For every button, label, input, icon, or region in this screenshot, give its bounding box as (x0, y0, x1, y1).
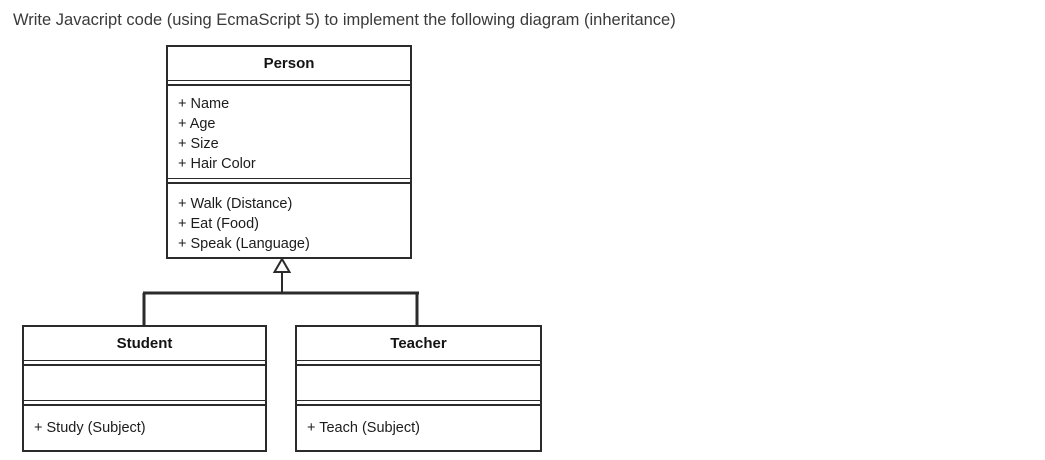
methods-section-teacher: + Teach (Subject) (297, 406, 540, 450)
section-divider (24, 360, 265, 366)
class-name-person: Person (263, 55, 315, 72)
class-box-teacher: Teacher + Teach (Subject) (295, 325, 542, 452)
attribute-item: + Age (178, 116, 216, 132)
class-box-person: Person + Name + Age + Size + Hair Color … (166, 45, 412, 259)
class-name-student: Student (116, 335, 173, 352)
method-item: + Study (Subject) (34, 420, 146, 436)
method-item: + Eat (Food) (178, 216, 259, 232)
method-item: + Teach (Subject) (307, 420, 420, 436)
attributes-section-person: + Name + Age + Size + Hair Color (168, 86, 410, 178)
class-name-teacher: Teacher (390, 335, 447, 352)
attribute-item: + Size (178, 136, 219, 152)
methods-section-student: + Study (Subject) (24, 406, 265, 450)
class-box-student: Student + Study (Subject) (22, 325, 267, 452)
section-divider (297, 400, 540, 406)
attributes-section-student (24, 366, 265, 400)
section-divider (297, 360, 540, 366)
attribute-item: + Hair Color (178, 156, 256, 172)
methods-section-person: + Walk (Distance) + Eat (Food) + Speak (… (168, 184, 410, 257)
section-divider (168, 178, 410, 184)
inheritance-arrowhead-icon (272, 256, 292, 273)
section-divider (24, 400, 265, 406)
section-divider (168, 80, 410, 86)
question-prompt: Write Javacript code (using EcmaScript 5… (13, 11, 676, 29)
attribute-item: + Name (178, 96, 230, 112)
method-item: + Speak (Language) (178, 236, 310, 252)
attributes-section-teacher (297, 366, 540, 400)
method-item: + Walk (Distance) (178, 196, 293, 212)
inheritance-connector (142, 256, 419, 327)
